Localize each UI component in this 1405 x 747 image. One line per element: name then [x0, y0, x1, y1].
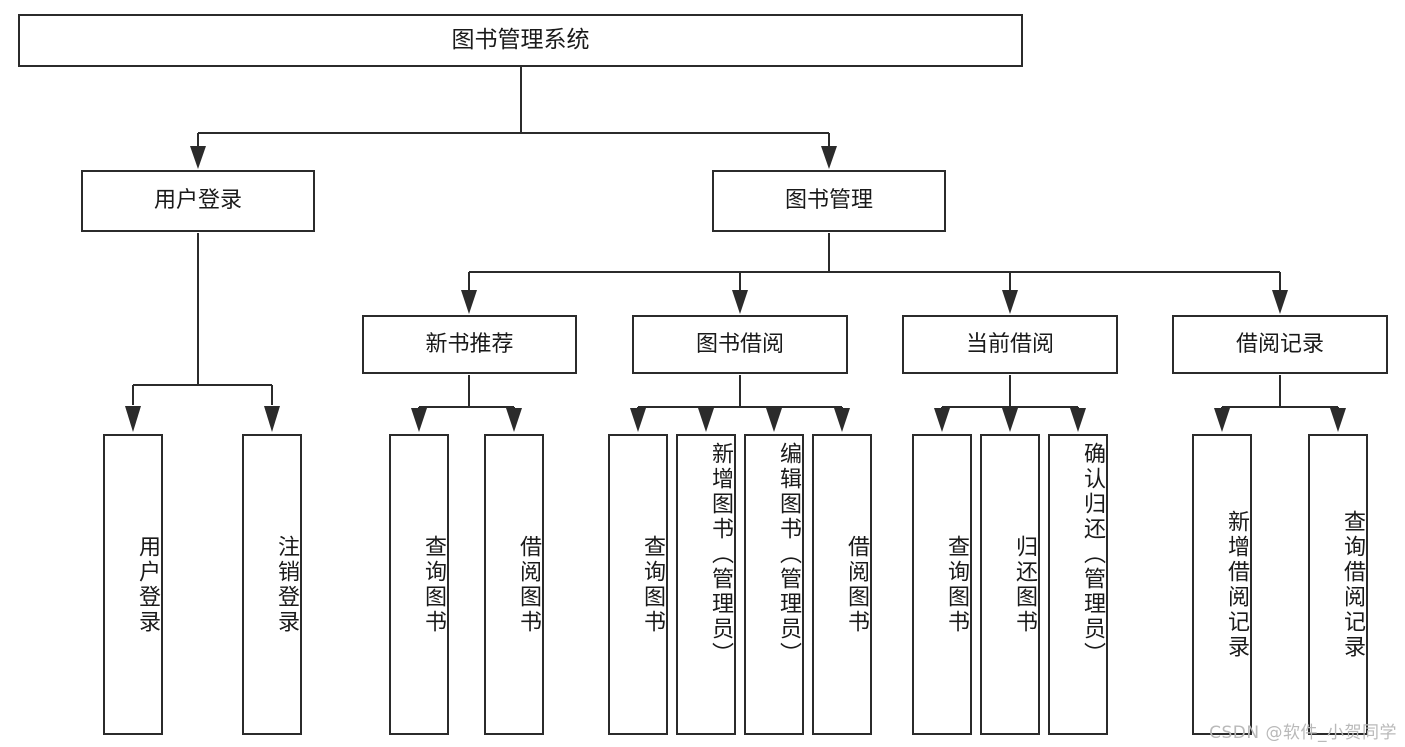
node-root-system[interactable]: 图书管理系统 — [18, 14, 1023, 67]
node-label: 查询图书 — [944, 534, 969, 635]
node-leaf-edit-book-admin[interactable]: 编辑图书（管理员） — [744, 434, 804, 735]
node-label: 注销登录 — [274, 534, 299, 635]
node-label: 用户登录 — [135, 534, 160, 635]
node-label: 图书管理 — [784, 188, 873, 214]
node-leaf-add-record[interactable]: 新增借阅记录 — [1192, 434, 1252, 735]
node-leaf-return-book[interactable]: 归还图书 — [980, 434, 1040, 735]
node-leaf-query-book-1[interactable]: 查询图书 — [389, 434, 449, 735]
node-new-book-recommend[interactable]: 新书推荐 — [362, 315, 577, 374]
node-label: 当前借阅 — [965, 331, 1054, 357]
csdn-watermark: CSDN @软件_小贺同学 — [1209, 723, 1397, 743]
node-leaf-logout-login[interactable]: 注销登录 — [242, 434, 302, 735]
node-label: 借阅图书 — [516, 534, 541, 635]
node-current-borrow[interactable]: 当前借阅 — [902, 315, 1118, 374]
node-borrow-record[interactable]: 借阅记录 — [1172, 315, 1388, 374]
node-label: 图书借阅 — [695, 331, 784, 357]
node-leaf-confirm-return[interactable]: 确认归还（管理员） — [1048, 434, 1108, 735]
node-label: 用户登录 — [153, 188, 242, 214]
node-label: 新书推荐 — [425, 331, 514, 357]
node-label: 归还图书 — [1012, 534, 1037, 635]
node-leaf-user-login[interactable]: 用户登录 — [103, 434, 163, 735]
node-leaf-query-book-3[interactable]: 查询图书 — [912, 434, 972, 735]
node-leaf-query-book-2[interactable]: 查询图书 — [608, 434, 668, 735]
node-user-login[interactable]: 用户登录 — [81, 170, 315, 232]
node-label: 编辑图书（管理员） — [776, 442, 801, 667]
node-label: 新增图书（管理员） — [708, 442, 733, 667]
node-label: 图书管理系统 — [451, 27, 590, 54]
node-label: 借阅图书 — [844, 534, 869, 635]
node-leaf-query-record[interactable]: 查询借阅记录 — [1308, 434, 1368, 735]
node-label: 确认归还（管理员） — [1080, 442, 1105, 667]
node-book-borrow[interactable]: 图书借阅 — [632, 315, 848, 374]
node-label: 借阅记录 — [1235, 331, 1324, 357]
node-label: 查询图书 — [640, 534, 665, 635]
node-book-management[interactable]: 图书管理 — [712, 170, 946, 232]
node-leaf-borrow-book-2[interactable]: 借阅图书 — [812, 434, 872, 735]
node-leaf-add-book-admin[interactable]: 新增图书（管理员） — [676, 434, 736, 735]
node-label: 新增借阅记录 — [1224, 509, 1249, 660]
node-label: 查询图书 — [421, 534, 446, 635]
node-leaf-borrow-book-1[interactable]: 借阅图书 — [484, 434, 544, 735]
node-label: 查询借阅记录 — [1340, 509, 1365, 660]
